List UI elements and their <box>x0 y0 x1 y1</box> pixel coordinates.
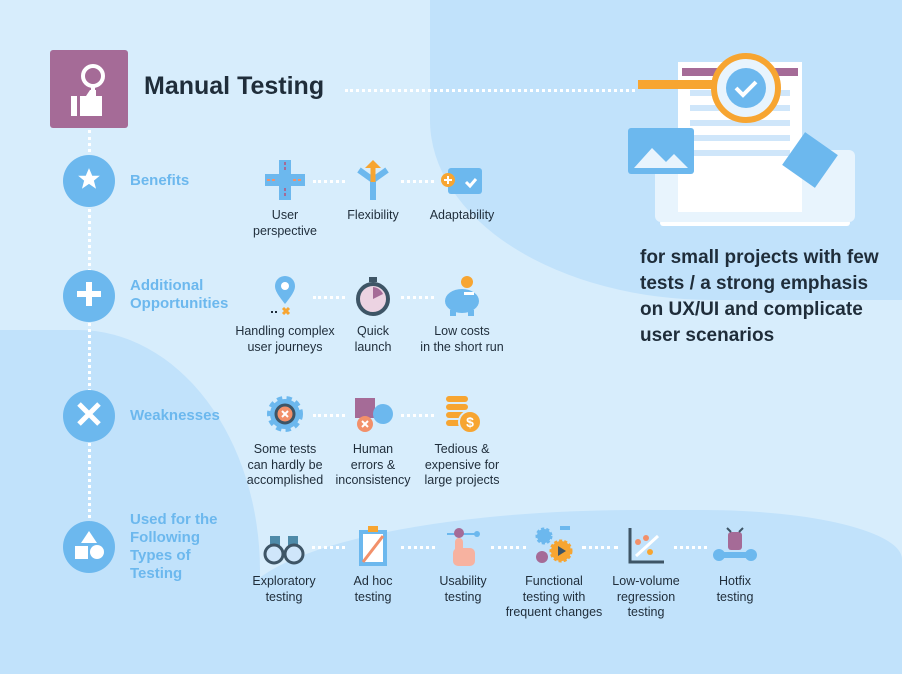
item-connector <box>401 546 435 549</box>
item-label: Exploratory testing <box>252 574 316 604</box>
bg-blob <box>0 330 260 674</box>
list-item: User perspective <box>225 158 345 239</box>
item-label: Human errors & inconsistency <box>335 442 411 487</box>
section-used-for-the-badge <box>63 521 115 573</box>
list-item: Exploratory testing <box>224 524 344 605</box>
timeline-line <box>88 130 91 560</box>
title-connector <box>345 89 635 92</box>
split-arrows-icon <box>351 158 395 202</box>
item-connector <box>674 546 707 549</box>
gear-error-icon <box>263 392 307 436</box>
item-connector <box>313 296 345 299</box>
stopwatch-icon <box>351 274 395 318</box>
page-title: Manual Testing <box>144 72 325 100</box>
section-label: Additional Opportunities <box>130 277 229 312</box>
item-label: Low costs in the short run <box>420 324 504 354</box>
item-label: Adaptability <box>429 208 495 222</box>
binoculars-icon <box>262 524 306 568</box>
star-icon <box>76 166 102 197</box>
piggy-bank-icon <box>440 274 484 318</box>
plus-icon <box>75 280 103 313</box>
item-connector <box>313 180 345 183</box>
list-item: Quick launch <box>313 274 433 355</box>
list-item: Low-volume regression testing <box>586 524 706 621</box>
list-item: Ad hoc testing <box>313 524 433 605</box>
list-item: Usability testing <box>403 524 523 605</box>
section-benefits-badge <box>63 155 115 207</box>
svg-text:$: $ <box>466 414 474 430</box>
section-weaknesses-badge <box>63 390 115 442</box>
list-item: Adaptability <box>402 158 522 224</box>
item-label: Tedious & expensive for large projects <box>424 442 500 487</box>
map-pin-icon <box>263 274 307 318</box>
item-connector <box>401 180 434 183</box>
item-label: Usability testing <box>439 574 487 604</box>
item-connector <box>313 414 345 417</box>
item-label: Ad hoc testing <box>353 574 393 604</box>
laptop-illustration <box>620 50 860 230</box>
item-connector <box>401 414 434 417</box>
bug-wrench-icon <box>713 524 757 568</box>
section-label: Used for the Following Types of Testing <box>130 511 218 582</box>
item-label: Functional testing with frequent changes <box>505 574 603 619</box>
item-label: Low-volume regression testing <box>612 574 680 619</box>
item-label: Some tests can hardly be accomplished <box>246 442 324 487</box>
list-item: Low costs in the short run <box>402 274 522 355</box>
manual-testing-logo <box>50 50 128 128</box>
item-label: Handling complex user journeys <box>235 324 335 354</box>
list-item: Some tests can hardly be accomplished <box>225 392 345 489</box>
section-label: Benefits <box>130 172 190 189</box>
item-connector <box>401 296 434 299</box>
list-item: Human errors & inconsistency <box>313 392 433 489</box>
list-item: Handling complex user journeys <box>225 274 345 355</box>
hand-touch-icon <box>441 524 485 568</box>
item-label: User perspective <box>253 208 317 238</box>
gears-icon <box>532 524 576 568</box>
item-connector <box>312 546 345 549</box>
item-connector <box>491 546 526 549</box>
shapes-icon <box>73 529 105 566</box>
puzzle-error-icon <box>351 392 395 436</box>
item-label: Hotfix testing <box>716 574 754 604</box>
list-item: Flexibility <box>313 158 433 224</box>
item-label: Flexibility <box>347 208 399 222</box>
folder-check-icon <box>440 158 484 202</box>
list-item: Functional testing with frequent changes <box>494 524 614 621</box>
regression-chart-icon <box>624 524 668 568</box>
crossroad-icon <box>263 158 307 202</box>
item-connector <box>582 546 618 549</box>
list-item: Hotfix testing <box>675 524 795 605</box>
item-label: Quick launch <box>354 324 392 354</box>
magnifier-thumbs-up-icon <box>71 64 105 116</box>
section-label: Weaknesses <box>130 407 220 424</box>
summary-text: for small projects with few tests / a st… <box>640 247 879 346</box>
section-additional-badge <box>63 270 115 322</box>
clipboard-icon <box>351 524 395 568</box>
list-item: $ Tedious & expensive for large projects <box>402 392 522 489</box>
x-icon <box>75 400 103 433</box>
coins-icon: $ <box>440 392 484 436</box>
